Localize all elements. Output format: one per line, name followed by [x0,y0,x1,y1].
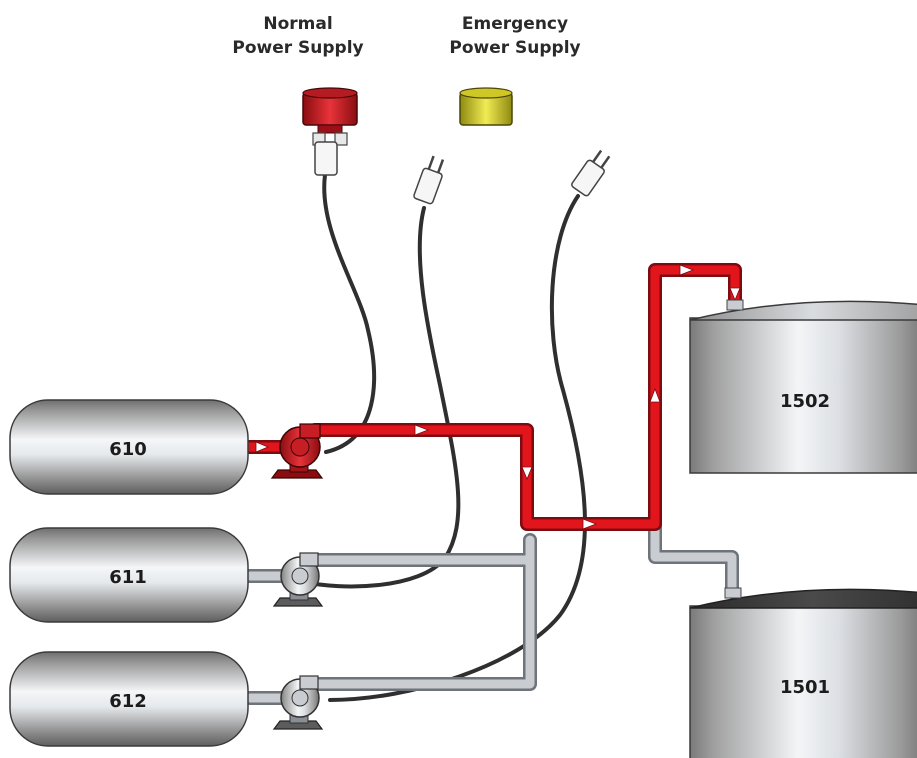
tank-610: 610 [9,399,249,495]
normal-power-receptacle [302,87,358,134]
active-flow-pipes [239,263,742,531]
normal-power-supply-label-line2: Power Supply [232,38,364,58]
tank-611: 611 [9,527,249,623]
cord-pump-612 [328,194,587,702]
cord-pump-611 [303,206,461,589]
normal-power-supply-label: Normal Power Supply [218,12,378,60]
emergency-power-supply-label: Emergency Power Supply [435,12,595,60]
flow-arrow-6 [679,264,695,276]
pump-612 [272,675,324,730]
flow-arrow-2 [414,424,430,436]
emergency-power-receptacle [459,87,513,126]
tank-612-label: 612 [109,691,147,712]
tank-1502: 1502 [689,299,917,474]
tank-610-label: 610 [109,439,147,460]
emergency-power-supply-label-line2: Power Supply [449,38,581,58]
flow-arrows [255,264,741,530]
plug-pump-612 [571,149,611,197]
pump-611 [272,552,324,607]
tank-611-label: 611 [109,567,147,588]
idle-pipes [243,518,739,705]
plug-pump-611 [413,155,445,205]
normal-power-supply-label-line1: Normal [263,14,333,34]
tank-1501-label: 1501 [780,677,830,698]
tank-1501: 1501 [689,587,917,758]
tank-612: 612 [9,651,249,747]
flow-arrow-5 [649,387,661,403]
cord-pump-610 [322,173,377,454]
flow-arrow-7 [729,287,741,302]
flow-arrow-4 [582,518,598,530]
emergency-power-supply-label-line1: Emergency [461,14,569,34]
pump-610 [270,423,324,479]
normal-power-plug [312,132,348,176]
flow-arrow-1 [255,441,270,453]
flow-arrow-3 [521,466,533,481]
tank-1502-label: 1502 [780,391,830,412]
power-cords [303,173,587,702]
